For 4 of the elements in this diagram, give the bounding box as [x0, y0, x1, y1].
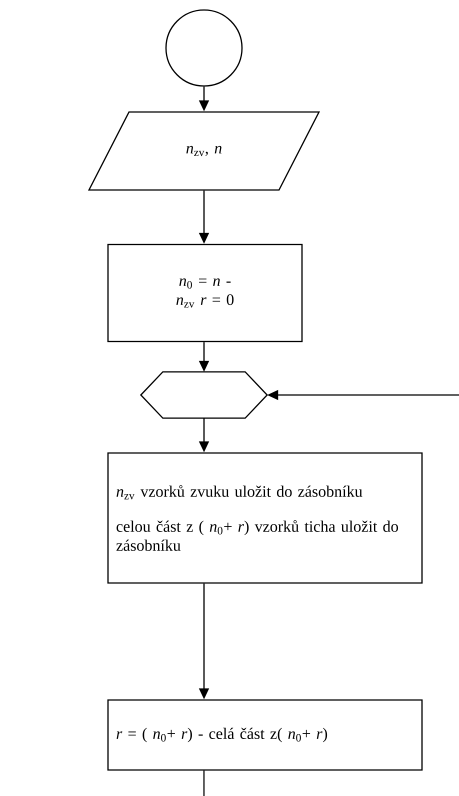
start-circle	[165, 9, 243, 87]
process-box: r = ( n$_{0}$+ r) - celá část z( n$_{0}$+ r)	[107, 699, 423, 771]
process-box: n$_{0}$ = n - n$_{zv}$ r = 0	[107, 244, 303, 342]
process-box: n$_{zv}$ vzorků zvuku uložit do zásobníku celou část z ( n$_{0}$+ r) vzorků ticha uložit do zásobníku	[107, 452, 423, 584]
